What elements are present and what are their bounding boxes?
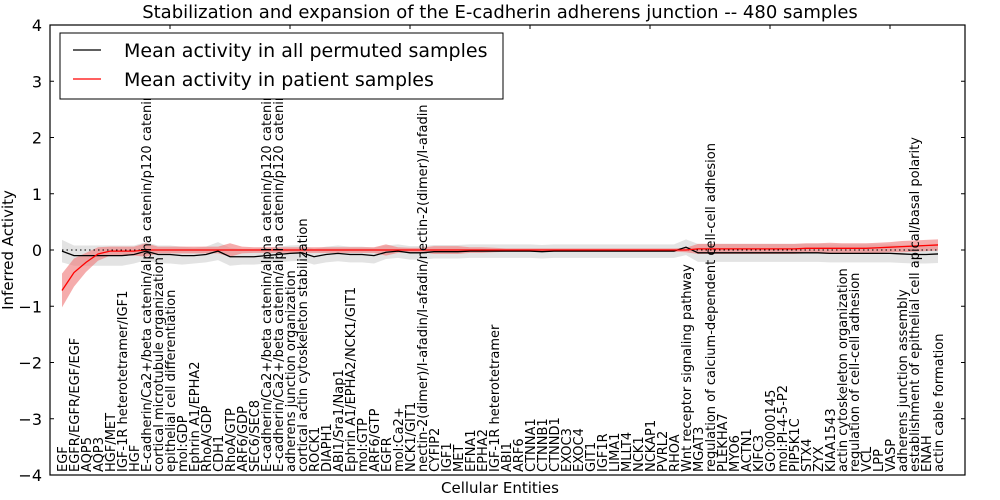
patient-confidence-band — [62, 239, 938, 308]
x-tick-label: LIMA1 — [608, 433, 623, 472]
plot-area — [61, 239, 939, 308]
chart-title: Stabilization and expansion of the E-cad… — [142, 2, 858, 23]
x-tick-label: MET — [452, 445, 467, 472]
x-tick-label: MYO6 — [728, 435, 743, 472]
x-tick-label: EGFR/EGFR/EGF/EGF — [68, 338, 83, 472]
y-tick-label: −4 — [18, 466, 42, 485]
x-tick-label: adherens junction assembly — [896, 289, 911, 472]
x-tick-label: AQP5 — [80, 437, 95, 472]
x-tick-label: MGAT3 — [692, 427, 707, 472]
x-tick-label: mol:GDP — [176, 415, 191, 472]
x-tick-label: IGF1R — [596, 433, 611, 472]
x-tick-label: MLLT4 — [620, 432, 635, 472]
x-tick-label: KIAA1543 — [824, 408, 839, 472]
x-tick-label: NCKAP1 — [644, 420, 659, 472]
x-tick-label: STX4 — [800, 439, 815, 472]
x-tick-label: VCL — [860, 446, 875, 472]
y-tick-label: 3 — [32, 72, 42, 91]
y-tick-label: 0 — [32, 241, 42, 260]
x-tick-label: VASP — [884, 439, 899, 472]
x-tick-label: EXOC3 — [560, 428, 575, 472]
x-tick-label: HGF/MET — [104, 413, 119, 472]
patient-mean-line — [61, 244, 939, 291]
x-tick-label: ARF6/GDP — [236, 406, 251, 472]
x-tick-label: CTNNB1 — [536, 418, 551, 472]
x-tick-label: establishment of epithelial cell apical/… — [908, 137, 923, 472]
legend-label-patient: Mean activity in patient samples — [124, 69, 434, 91]
x-tick-label: GO:0000145 — [764, 390, 779, 472]
x-tick-label: ACTN1 — [740, 428, 755, 472]
x-tick-label: mol:PI-4-5-P2 — [776, 385, 791, 472]
x-tick-label: NCK1/GIT1 — [404, 402, 419, 472]
x-tick-label: Ephrin A1/EPHA2/NCK1/GIT1 — [344, 287, 359, 472]
x-tick-label: IGF-1R heterotetramer/IGF1 — [116, 291, 131, 472]
x-tick-label: E-cadherin/Ca2+/beta catenin/alpha caten… — [272, 93, 287, 472]
y-tick-label: −1 — [18, 297, 42, 316]
legend: Mean activity in all permuted samples Me… — [59, 32, 504, 100]
legend-label-permuted: Mean activity in all permuted samples — [124, 40, 487, 62]
x-tick-label: ARF6 — [512, 438, 527, 472]
x-tick-label: DIAPH1 — [320, 423, 335, 472]
x-tick-label: ABI1/Sra1/Nap1 — [332, 369, 347, 472]
x-axis-label: Cellular Entities — [441, 479, 559, 497]
x-tick-label: EGFR — [380, 437, 395, 472]
x-tick-label: CTNNA1 — [524, 418, 539, 472]
x-tick-label: PIP5K1C — [788, 418, 803, 472]
legend-box — [59, 32, 504, 100]
x-tick-label: ENAH — [920, 435, 935, 472]
y-tick-label: −3 — [18, 410, 42, 429]
x-tick-label: KIFC3 — [752, 435, 767, 472]
y-tick-label: 2 — [32, 129, 42, 148]
x-tick-label: EXOC4 — [572, 428, 587, 472]
x-tick-label: ROCK1 — [308, 427, 323, 472]
x-tick-label: mol:Ca2+ — [392, 407, 407, 472]
x-tick-label: nectin-2(dimer)/I-afadin/I-afadin/nectin… — [416, 104, 431, 472]
x-tick-label: ZYX — [812, 446, 827, 472]
x-tick-label: Wnt receptor signaling pathway — [680, 264, 695, 472]
x-tick-label: Ephrin A1/EPHA2 — [188, 361, 203, 472]
x-tick-label: EPHA2 — [476, 429, 491, 472]
x-tick-label: CTNND1 — [548, 417, 563, 472]
x-tick-label: HGF — [128, 445, 143, 472]
x-tick-label: regulation of calcium-dependent cell-cel… — [704, 143, 719, 472]
x-tick-label: adherens junction organization — [284, 270, 299, 472]
x-tick-label: GIT1 — [584, 442, 599, 472]
x-tick-label: AQP3 — [92, 437, 107, 472]
x-tick-labels: EGFEGFR/EGFR/EGF/EGFAQP5AQP3HGF/METIGF-1… — [56, 93, 947, 472]
ticks: 4 3 2 1 0 −1 −2 −3 −4 — [18, 16, 965, 485]
x-tick-label: actin cable formation — [932, 334, 947, 472]
x-tick-label: RhoA/GDP — [200, 405, 215, 472]
y-tick-label: −2 — [18, 354, 42, 373]
x-tick-label: actin cytoskeleton organization — [836, 268, 851, 472]
y-tick-label: 4 — [32, 16, 42, 35]
x-tick-label: epithelial cell differentiation — [164, 290, 179, 472]
x-tick-label: ABI1 — [500, 442, 515, 472]
x-tick-label: mol:GTP — [356, 418, 371, 472]
x-tick-label: ARF6/GTP — [368, 408, 383, 472]
x-tick-label: NCK1 — [632, 436, 647, 472]
x-tick-label: PVRL2 — [656, 431, 671, 472]
x-tick-label: LPP — [872, 449, 887, 472]
x-tick-label: SEC6/SEC8 — [248, 400, 263, 472]
x-tick-label: RhoA/GTP — [224, 408, 239, 472]
x-tick-label: regulation of cell-cell adhesion — [848, 273, 863, 472]
x-tick-label: EFNA1 — [464, 429, 479, 472]
x-tick-label: IGF1 — [440, 442, 455, 472]
x-tick-label: CDH1 — [212, 435, 227, 472]
x-tick-label: CYFIP2 — [428, 428, 443, 472]
x-tick-label: IGF-1R heterotetramer — [488, 324, 503, 472]
y-tick-label: 1 — [32, 185, 42, 204]
permuted-mean-line — [61, 246, 939, 258]
x-tick-label: EGF — [56, 446, 71, 472]
x-tick-label: PLEKHA7 — [716, 413, 731, 472]
y-axis-label: Inferred Activity — [0, 190, 17, 310]
x-tick-label: cortical actin cytoskeleton stabilizatio… — [296, 218, 311, 472]
x-tick-label: cortical microtubule organization — [152, 257, 167, 472]
x-tick-label: RHOA — [668, 434, 683, 472]
x-tick-label: E-cadherin/Ca2+/beta catenin/alpha caten… — [260, 93, 275, 472]
x-tick-label: E-cadherin/Ca2+/beta catenin/alpha caten… — [140, 93, 155, 472]
